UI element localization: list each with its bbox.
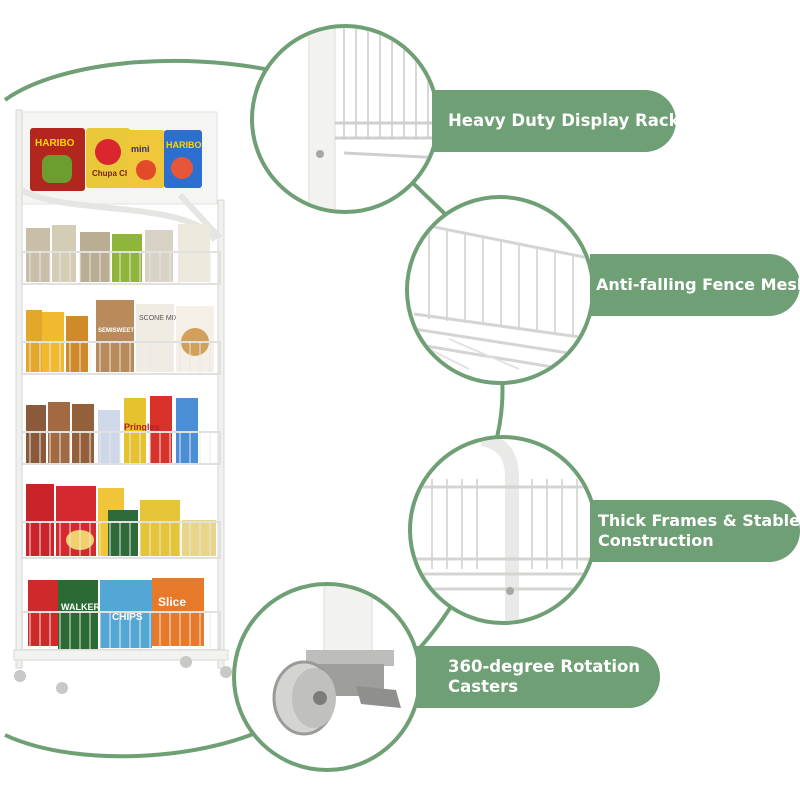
feature-text: Thick Frames & Stable Construction: [598, 511, 800, 550]
detail-circle-fence-mesh: [405, 195, 595, 385]
caster-wheels: [14, 656, 232, 694]
rack-wire-mesh: [29, 252, 211, 650]
package-label: mini: [131, 144, 150, 154]
detail-circle-display-rack: [250, 24, 440, 214]
package-label: HARIBO: [166, 140, 202, 150]
package-label: SCONE MIX: [139, 315, 179, 322]
package-label: CHIPS: [112, 612, 143, 623]
rack-post-left: [15, 109, 23, 669]
feature-text: Heavy Duty Display Rack: [448, 111, 680, 130]
feature-label-fence-mesh: Anti-falling Fence Mesh: [590, 254, 800, 316]
package-label: Slice: [158, 595, 186, 609]
feature-label-frames: Thick Frames & Stable Construction: [590, 500, 800, 562]
package-label: HARIBO: [35, 138, 75, 149]
package-label: Pringles: [124, 422, 160, 432]
feature-label-display-rack: Heavy Duty Display Rack: [432, 90, 680, 152]
detail-circle-frame: [408, 435, 598, 625]
detail-circle-caster: [232, 582, 422, 772]
decorative-arc-lower: [4, 716, 287, 759]
display-rack: HARIBO Chupa Chups mini HARIBO SEMISWEET…: [13, 109, 232, 694]
package-label: WALKERS: [61, 602, 106, 612]
feature-text: 360-degree Rotation Casters: [448, 657, 641, 696]
package-label: Chupa Chups: [92, 169, 145, 178]
rack-shelves: [21, 251, 221, 651]
feature-label-casters: 360-degree Rotation Casters: [416, 646, 660, 708]
feature-text: Anti-falling Fence Mesh: [596, 275, 800, 294]
